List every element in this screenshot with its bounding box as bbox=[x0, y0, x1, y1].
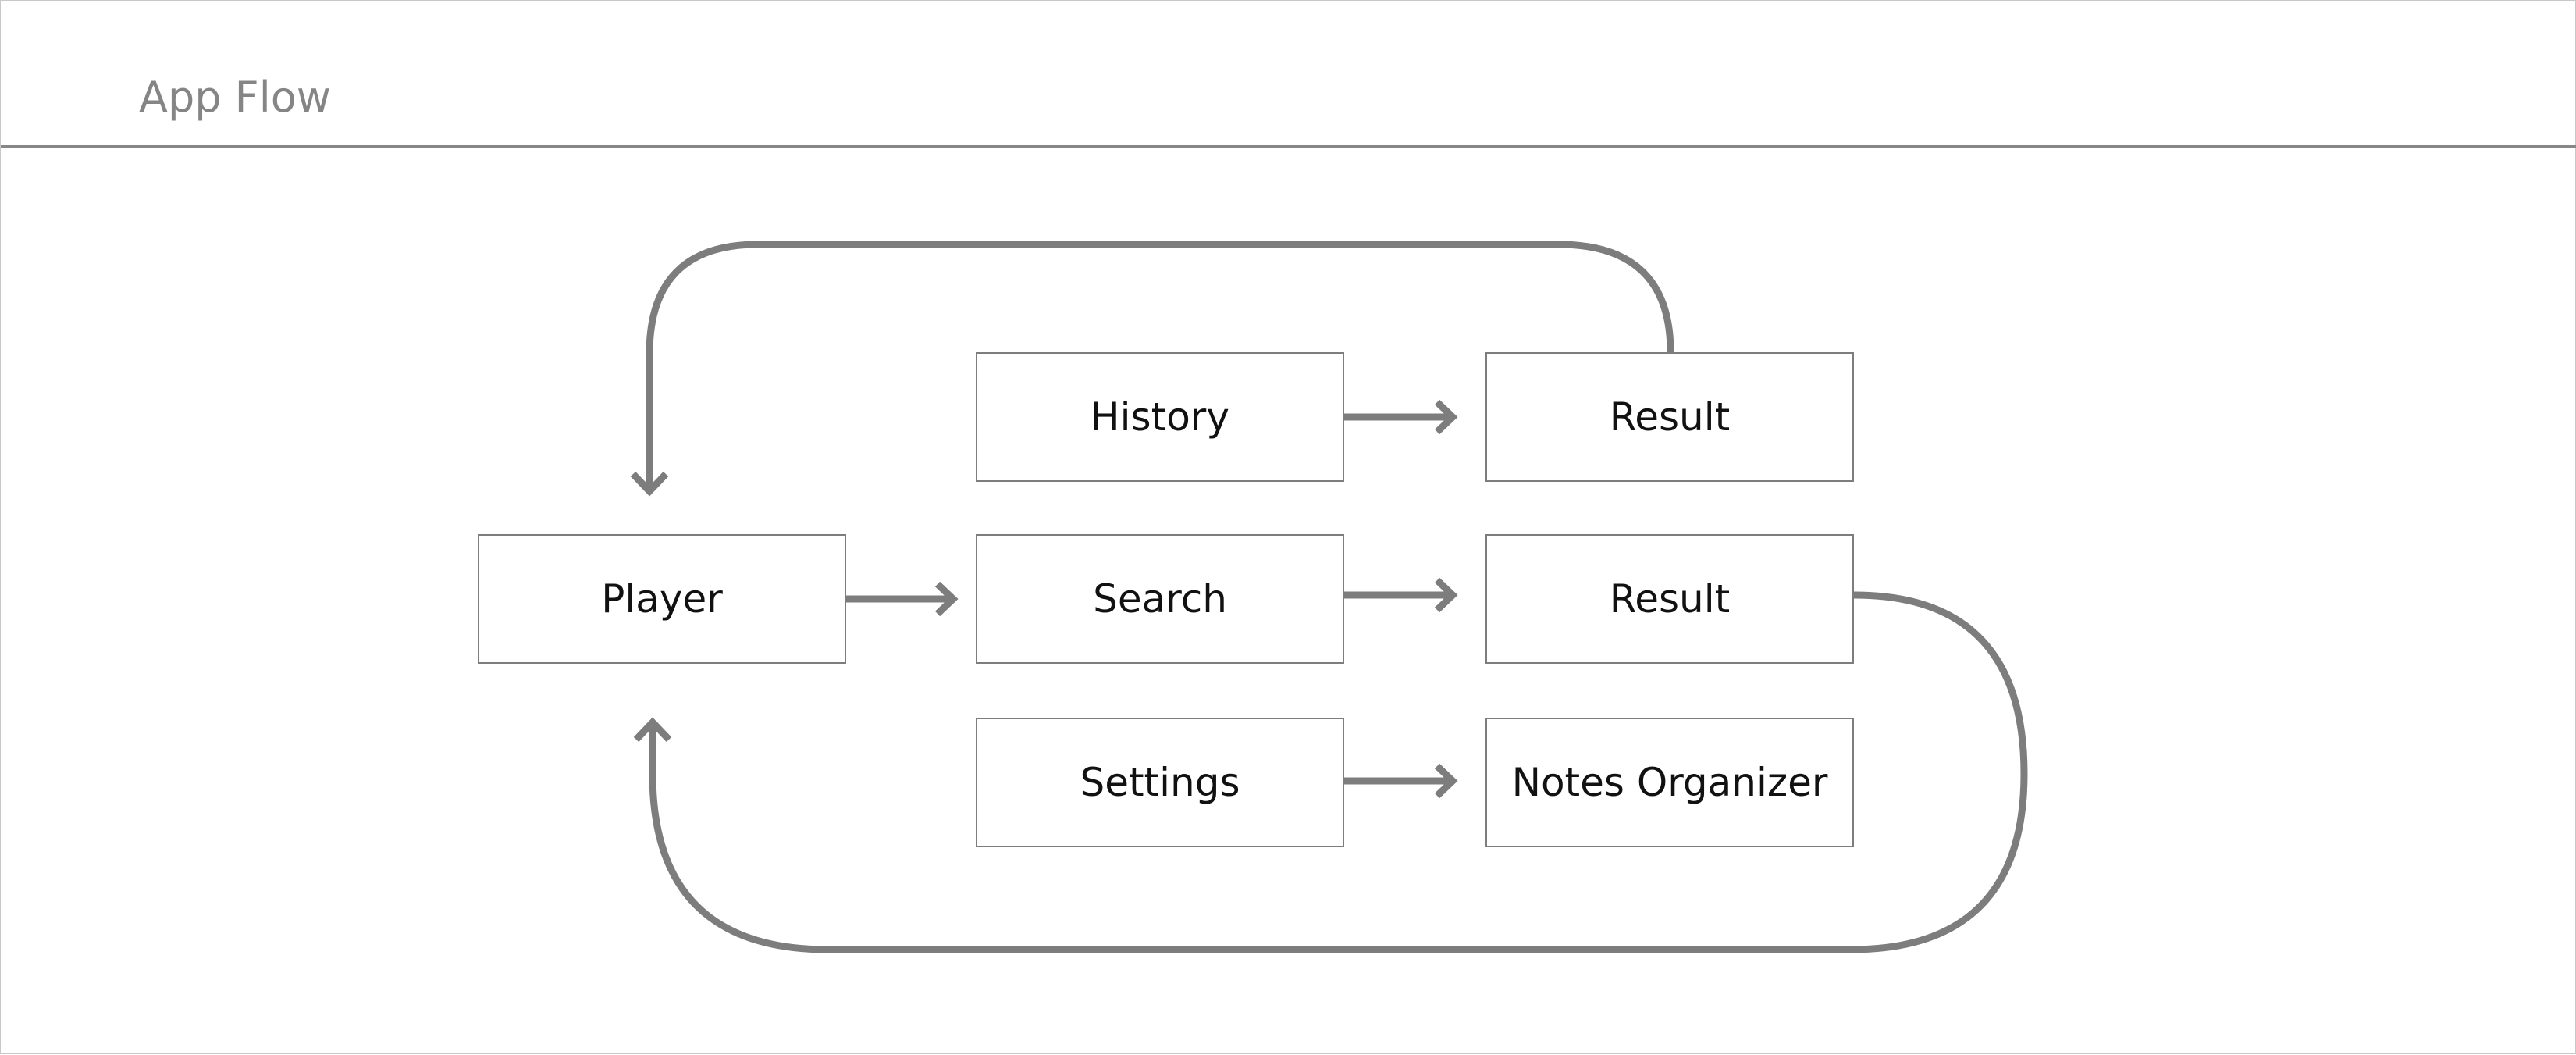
page-title: App Flow bbox=[139, 73, 331, 122]
header-divider bbox=[1, 145, 2576, 148]
arrow-history-to-result bbox=[1344, 399, 1458, 435]
node-player[interactable]: Player bbox=[478, 534, 846, 664]
arrow-player-to-search bbox=[846, 581, 959, 617]
node-history[interactable]: History bbox=[976, 352, 1344, 482]
node-result-search[interactable]: Result bbox=[1485, 534, 1854, 664]
node-search[interactable]: Search bbox=[976, 534, 1344, 664]
loop-result-to-player-bottom bbox=[633, 591, 2028, 953]
arrow-search-to-result bbox=[1344, 577, 1458, 613]
loop-result-to-player-top bbox=[630, 241, 1674, 497]
node-settings[interactable]: Settings bbox=[976, 718, 1344, 847]
node-notes-organizer[interactable]: Notes Organizer bbox=[1485, 718, 1854, 847]
arrow-settings-to-notes bbox=[1344, 763, 1458, 799]
node-result-history[interactable]: Result bbox=[1485, 352, 1854, 482]
